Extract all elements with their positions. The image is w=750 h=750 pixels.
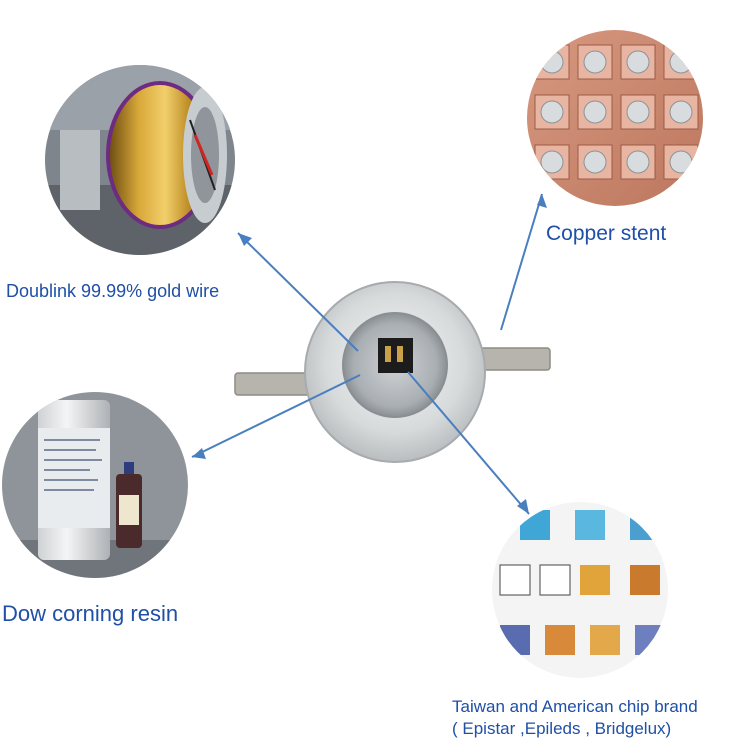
arrow-heads xyxy=(192,194,547,514)
chip-brand-sublabel: ( Epistar ,Epileds , Bridgelux) xyxy=(452,719,672,738)
gold-wire-label: Doublink 99.99% gold wire xyxy=(6,281,220,301)
resin-label: Dow corning resin xyxy=(2,601,179,626)
copper-stent-photo xyxy=(527,30,703,206)
arrow-gold-wire xyxy=(237,232,359,352)
arrow-resin xyxy=(191,374,361,458)
arrow-chip-brand xyxy=(407,371,530,515)
resin-photo xyxy=(2,392,188,578)
chip-brand-label: Taiwan and American chip brand xyxy=(452,697,698,716)
copper-stent-label: Copper stent xyxy=(546,222,667,245)
connector-arrows xyxy=(191,193,543,515)
arrow-copper-stent xyxy=(500,193,543,331)
led-component xyxy=(234,281,551,463)
chip-brand-photo xyxy=(492,502,668,678)
gold-wire-photo xyxy=(45,65,235,255)
